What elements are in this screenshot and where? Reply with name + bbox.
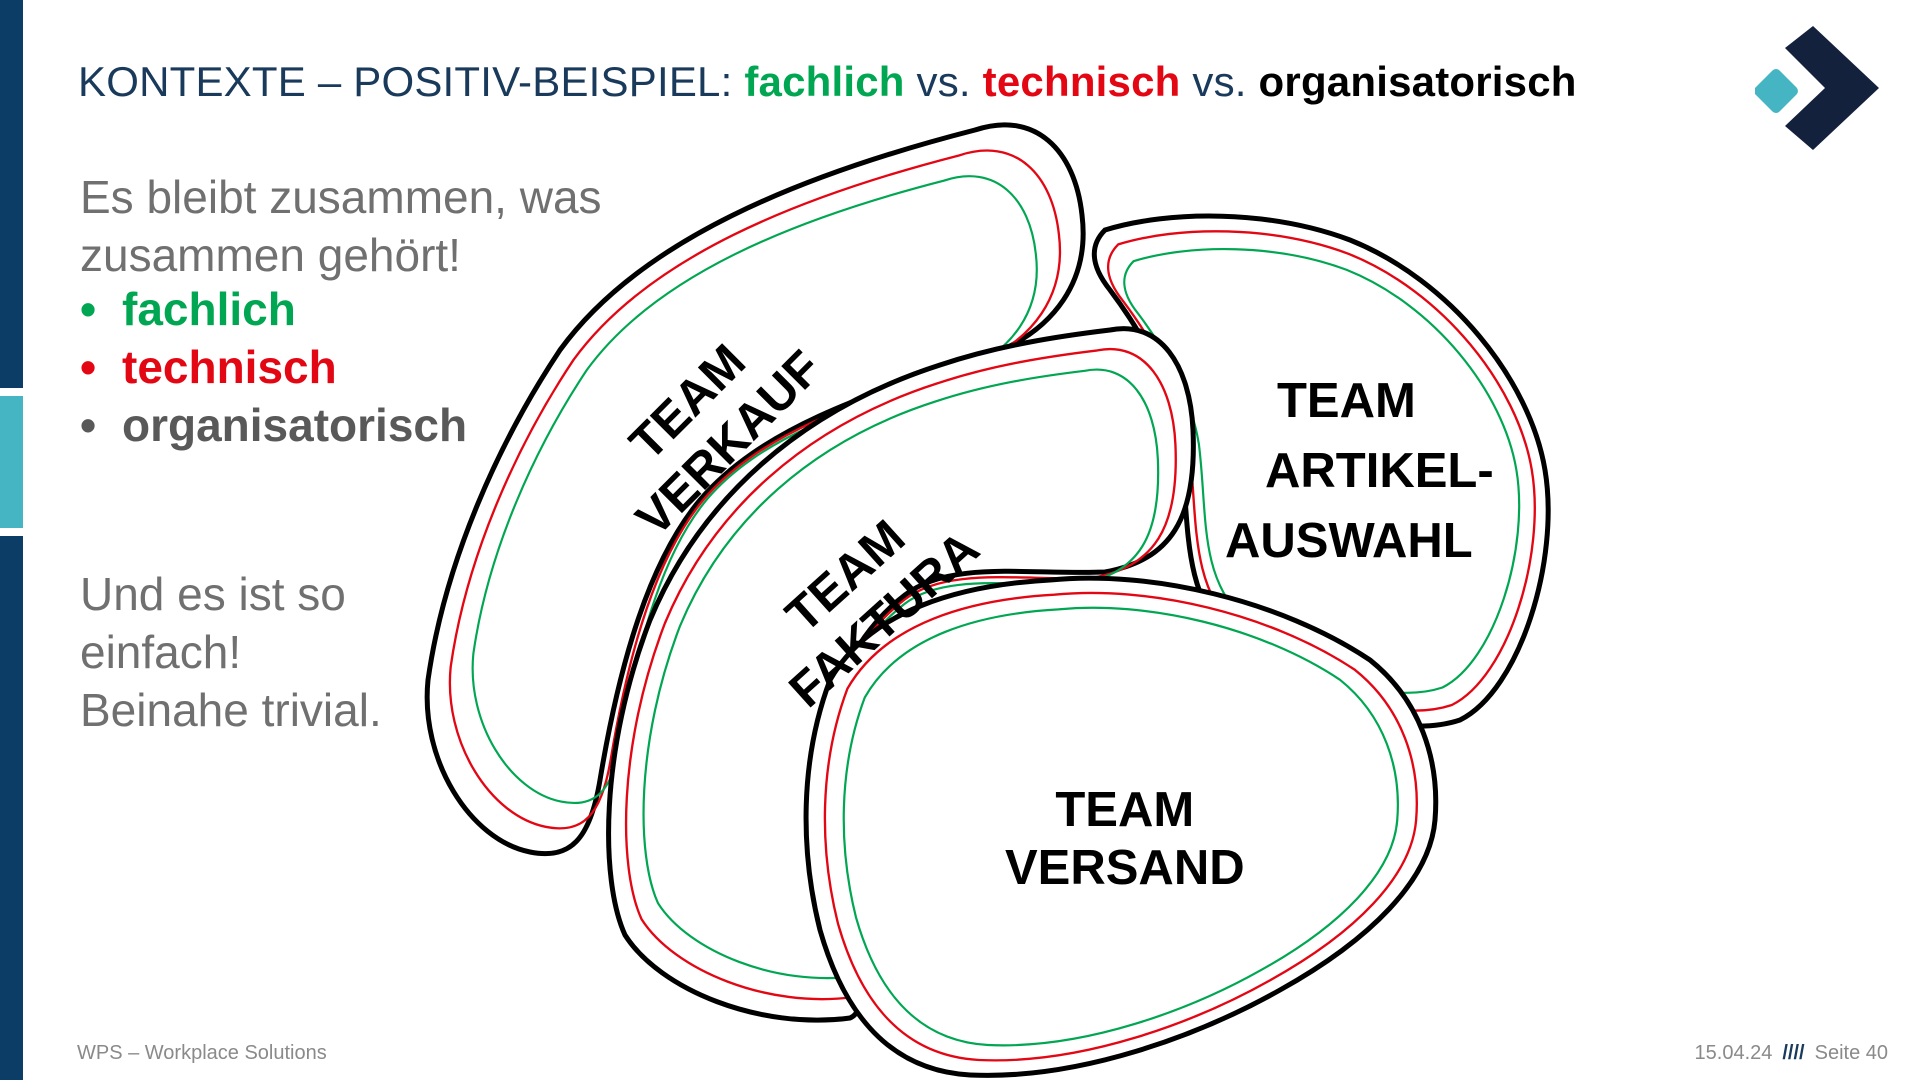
footer-separator: //// bbox=[1782, 1042, 1805, 1064]
label-line: VERSAND bbox=[1005, 841, 1245, 895]
bullet-marker: • bbox=[80, 341, 97, 393]
footer-page-number: Seite 40 bbox=[1814, 1042, 1888, 1064]
accent-bar-bottom bbox=[0, 536, 23, 1080]
bullet-text: fachlich bbox=[122, 283, 296, 335]
wps-logo-icon bbox=[1755, 26, 1879, 150]
label-team-versand: TEAM VERSAND bbox=[1005, 781, 1245, 897]
label-line: TEAM bbox=[1055, 783, 1195, 837]
title-fachlich: fachlich bbox=[744, 58, 905, 105]
footer-meta: 15.04.24 //// Seite 40 bbox=[1695, 1042, 1888, 1065]
intro-line-1: Es bleibt zusammen, was bbox=[80, 171, 602, 223]
footer-date: 15.04.24 bbox=[1694, 1042, 1773, 1064]
bullet-list: • fachlich • technisch • organisatorisch bbox=[80, 280, 467, 454]
title-organisatorisch: organisatorisch bbox=[1258, 58, 1577, 105]
label-line: ARTIKEL- bbox=[1265, 444, 1494, 498]
bullet-organisatorisch: • organisatorisch bbox=[80, 396, 467, 454]
title-prefix: KONTEXTE – POSITIV-BEISPIEL: bbox=[78, 58, 745, 105]
accent-bar-middle bbox=[0, 396, 23, 528]
bullet-text: organisatorisch bbox=[122, 399, 468, 451]
label-line: AUSWAHL bbox=[1225, 514, 1473, 568]
bullet-technisch: • technisch bbox=[80, 338, 467, 396]
bullet-fachlich: • fachlich bbox=[80, 280, 467, 338]
title-technisch: technisch bbox=[982, 58, 1181, 105]
bullet-text: technisch bbox=[122, 341, 337, 393]
accent-bar-top bbox=[0, 0, 23, 388]
label-line: TEAM bbox=[1277, 374, 1416, 428]
outro-text: Und es ist so einfach! Beinahe trivial. bbox=[80, 565, 382, 739]
accent-bar bbox=[0, 0, 23, 1080]
slide-title: KONTEXTE – POSITIV-BEISPIEL: fachlich vs… bbox=[78, 58, 1577, 106]
title-vs-2: vs. bbox=[1180, 58, 1259, 105]
label-team-artikel-auswahl: TEAM ARTIKEL- AUSWAHL bbox=[1225, 366, 1494, 576]
outro-line-2: einfach! bbox=[80, 626, 242, 678]
intro-line-2: zusammen gehört! bbox=[80, 229, 461, 281]
intro-text: Es bleibt zusammen, was zusammen gehört! bbox=[80, 168, 602, 284]
footer-company: WPS – Workplace Solutions bbox=[77, 1042, 327, 1064]
outro-line-3: Beinahe trivial. bbox=[80, 684, 382, 736]
outro-line-1: Und es ist so bbox=[80, 568, 346, 620]
title-vs-1: vs. bbox=[904, 58, 983, 105]
bullet-marker: • bbox=[80, 399, 97, 451]
bullet-marker: • bbox=[80, 283, 97, 335]
